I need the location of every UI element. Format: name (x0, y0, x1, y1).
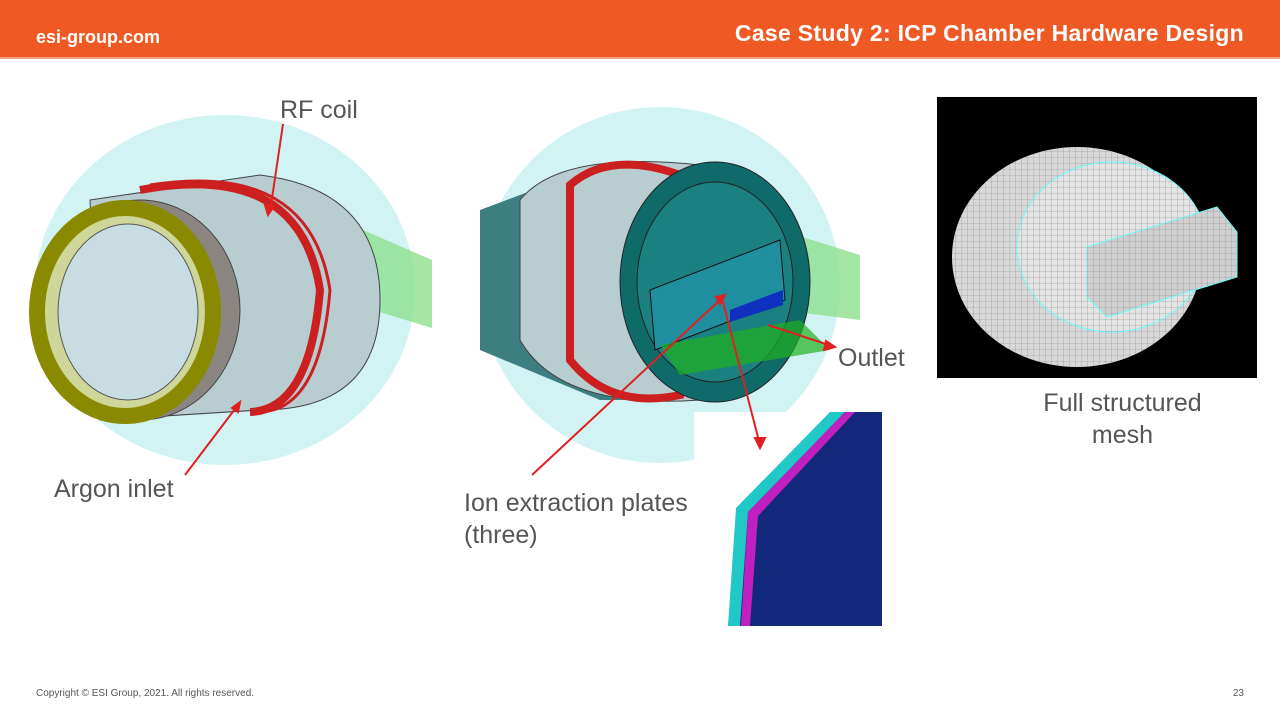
argon-inlet-label: Argon inlet (54, 475, 174, 503)
page-number: 23 (1232, 688, 1244, 699)
slide-title: Case Study 2: ICP Chamber Hardware Desig… (734, 20, 1244, 46)
ion-plate-inset-image (694, 412, 882, 626)
chamber-left-image (29, 115, 432, 465)
outlet-label: Outlet (838, 344, 905, 372)
ion-extraction-plates-label: Ion extraction plates (464, 489, 688, 517)
copyright: Copyright © ESI Group, 2021. All rights … (36, 688, 255, 699)
structured-mesh-image (937, 97, 1257, 378)
annotation-arrows (184, 123, 838, 476)
site-url: esi-group.com (36, 27, 161, 47)
mesh-label-line1: Full structured (1043, 389, 1202, 417)
chamber-middle-image (480, 107, 860, 463)
ion-extraction-plates-count: (three) (464, 521, 538, 549)
mesh-label-line2: mesh (1091, 421, 1154, 449)
slide-header: esi-group.com Case Study 2: ICP Chamber … (0, 0, 1280, 59)
rf-coil-label: RF coil (280, 96, 358, 124)
